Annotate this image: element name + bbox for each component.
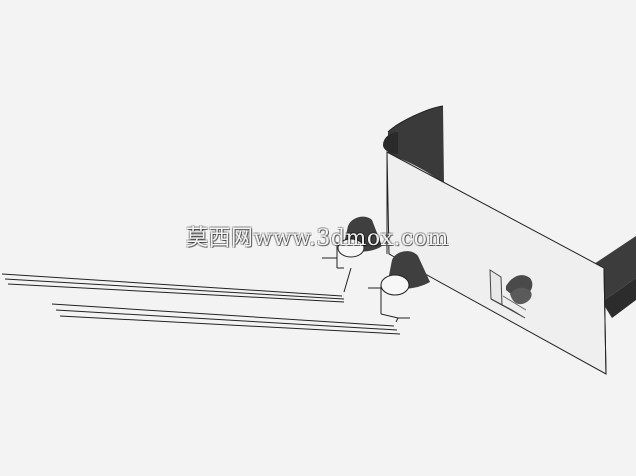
clip-bracket	[489, 269, 533, 319]
left-top-wall	[383, 105, 444, 184]
main-board	[386, 151, 607, 375]
lamp-lower	[368, 251, 430, 319]
lamp-arms	[1, 267, 410, 335]
lamp-upper	[322, 216, 382, 269]
